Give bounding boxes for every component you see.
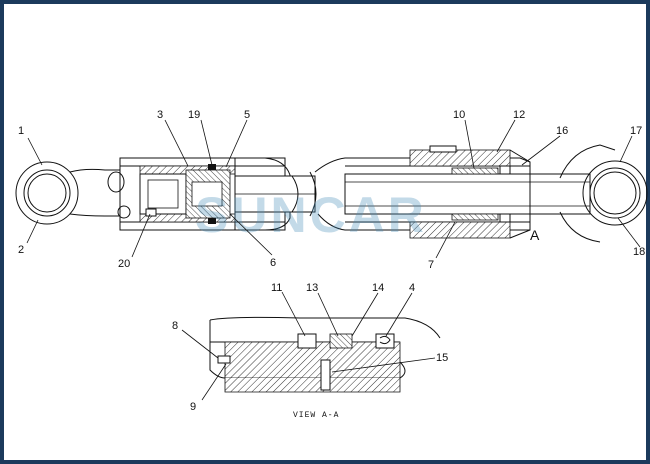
left-eye-bushing — [23, 169, 71, 217]
callout-3: 3 — [157, 109, 163, 121]
callout-7: 7 — [428, 259, 434, 271]
callout-4: 4 — [409, 282, 415, 294]
callout-19: 19 — [188, 109, 200, 121]
right-eye-outer — [582, 160, 648, 226]
right-eye-bushing — [589, 167, 641, 219]
section-marker-a: A — [530, 227, 540, 243]
callout-17: 17 — [630, 125, 642, 137]
right-eye-bore — [593, 171, 637, 215]
callout-10: 10 — [453, 109, 465, 121]
callout-14: 14 — [372, 282, 384, 294]
callout-6: 6 — [270, 257, 276, 269]
callout-18: 18 — [633, 246, 645, 258]
callout-13: 13 — [306, 282, 318, 294]
callout-8: 8 — [172, 320, 178, 332]
callout-2: 2 — [18, 244, 24, 256]
callout-20: 20 — [118, 258, 130, 270]
callout-1: 1 — [18, 125, 24, 137]
callout-15: 15 — [436, 352, 448, 364]
callout-5: 5 — [244, 109, 250, 121]
view-caption: VIEW A-A — [293, 411, 339, 420]
callout-9: 9 — [190, 401, 196, 413]
right-cylinder-section — [314, 144, 648, 243]
callout-16: 16 — [556, 125, 568, 137]
left-cylinder-section — [15, 157, 317, 231]
left-eye-bore — [27, 173, 67, 213]
callout-labels: 1 2 3 19 5 6 20 10 12 16 7 17 18 11 13 1… — [18, 109, 645, 413]
section-view-a-a — [209, 316, 441, 393]
callout-11: 11 — [271, 282, 282, 294]
leader-lines — [26, 119, 641, 401]
watermark-text: SUNCAR — [195, 187, 427, 243]
left-eye-outer — [15, 161, 79, 225]
callout-12: 12 — [513, 109, 525, 121]
